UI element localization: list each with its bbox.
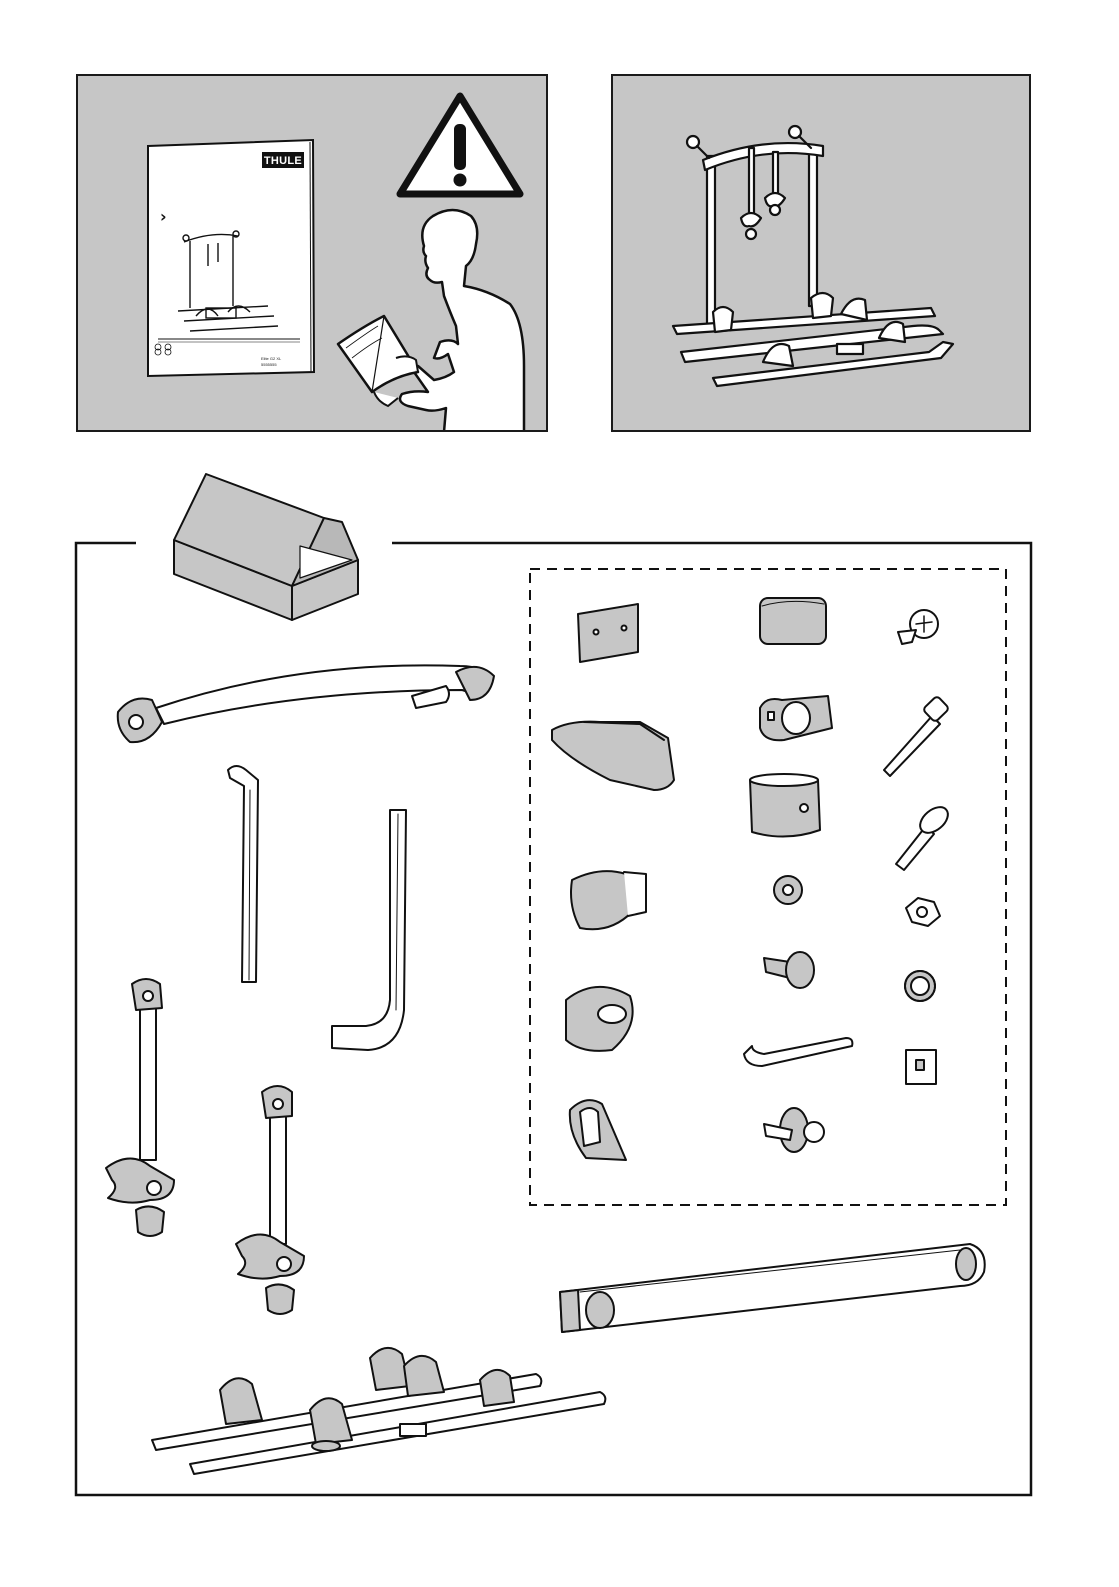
rack-arm-1 <box>749 148 754 218</box>
long-bike-arm <box>106 979 174 1236</box>
square-washer <box>906 1050 936 1084</box>
manual-booklet: THULE › Elite G2 XL 5555555 <box>148 140 314 376</box>
hex-nut <box>906 898 940 926</box>
carriage-bolt <box>896 802 953 870</box>
allen-key <box>744 1038 852 1066</box>
rack-center-bracket <box>837 344 863 354</box>
assembled-rack-illustration <box>613 76 1029 430</box>
wheel-strap <box>570 1100 626 1160</box>
rack-left-mount <box>713 307 733 332</box>
long-hex-bolt <box>884 696 949 776</box>
rack-right-mount <box>811 293 833 318</box>
manual-fine-print-2: 5555555 <box>261 362 277 367</box>
assembled-rack-panel <box>611 74 1031 432</box>
rubber-washer <box>774 876 802 904</box>
small-parts-box <box>530 569 1006 1205</box>
pan-head-screw <box>898 610 938 644</box>
crossbar-tube <box>560 1244 985 1332</box>
short-straight-tube <box>228 766 258 982</box>
manual-arrow: › <box>160 207 167 226</box>
manual-fine-print-1: Elite G2 XL <box>261 356 282 361</box>
manual-brand-text: THULE <box>264 155 302 167</box>
rack-top-arch <box>703 143 823 170</box>
l-shaped-tube <box>332 810 406 1050</box>
push-rivet-plug <box>764 952 814 988</box>
open-box-icon <box>174 474 358 620</box>
sleeve-spacer <box>566 987 633 1051</box>
rack-right-upright <box>809 146 817 306</box>
warning-triangle-icon <box>400 96 520 194</box>
contents-frame <box>76 543 1031 1495</box>
end-cap <box>552 722 674 790</box>
rubber-pad <box>760 598 826 644</box>
person-reading-manual-icon <box>338 210 524 430</box>
rack-left-upright <box>707 156 715 324</box>
sleeve-spacer-2 <box>750 774 820 837</box>
lock-washer <box>905 971 935 1001</box>
knob-cap <box>571 871 646 929</box>
top-frame-arch <box>118 665 494 742</box>
read-instructions-illustration: THULE › Elite G2 XL 5555555 <box>78 76 546 430</box>
metal-plate <box>578 604 638 662</box>
rack-wheel-holder-3 <box>879 322 905 342</box>
wheel-tray-base-assembly <box>152 1348 605 1474</box>
bolt-with-washer <box>764 1108 824 1152</box>
short-bike-arm <box>236 1086 304 1314</box>
read-instructions-panel: THULE › Elite G2 XL 5555555 <box>76 74 548 432</box>
tube-clamp <box>760 696 832 740</box>
